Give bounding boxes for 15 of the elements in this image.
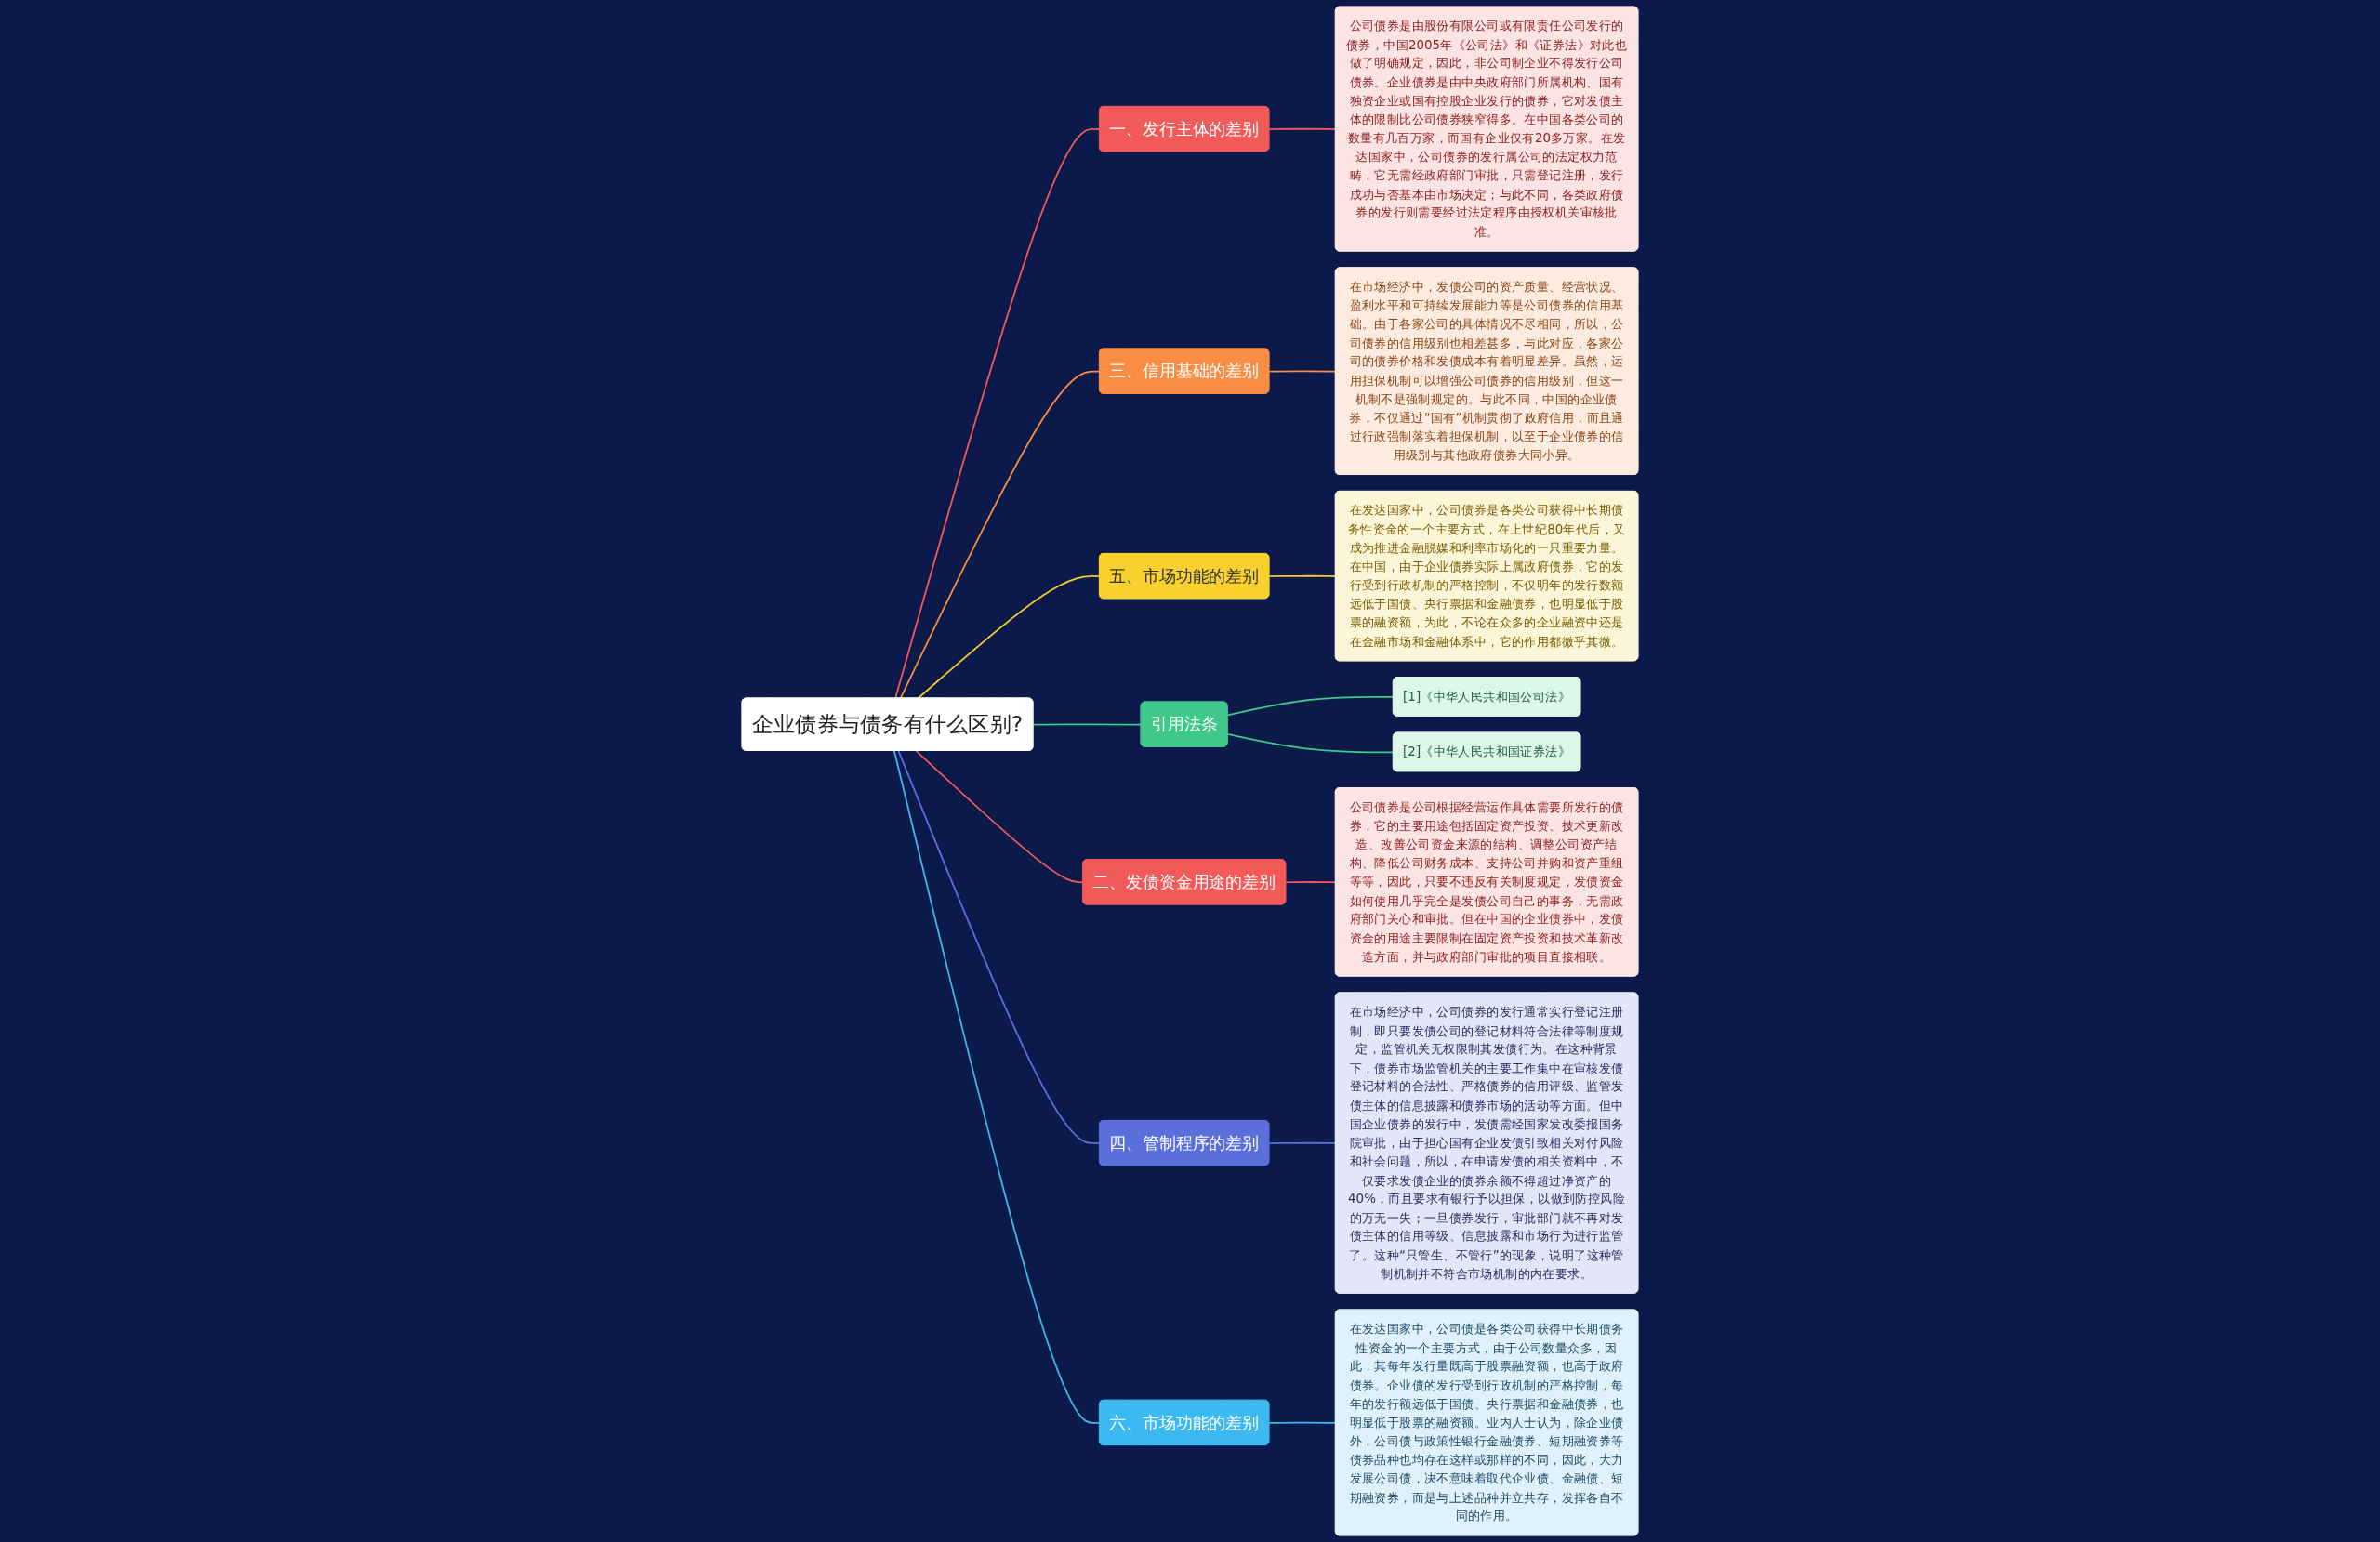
connector bbox=[1268, 1141, 1337, 1144]
connector bbox=[894, 128, 1101, 700]
connector bbox=[1226, 695, 1395, 717]
connector bbox=[1268, 1421, 1337, 1424]
connector bbox=[1268, 370, 1337, 373]
connector bbox=[1285, 881, 1337, 884]
connector bbox=[892, 749, 1101, 1424]
connector bbox=[1032, 723, 1143, 726]
connector bbox=[1268, 127, 1337, 130]
connector bbox=[915, 749, 1084, 884]
connector bbox=[1226, 732, 1395, 754]
connector bbox=[899, 370, 1101, 700]
connector bbox=[897, 749, 1101, 1144]
connector bbox=[1268, 574, 1337, 577]
connector bbox=[917, 575, 1101, 700]
